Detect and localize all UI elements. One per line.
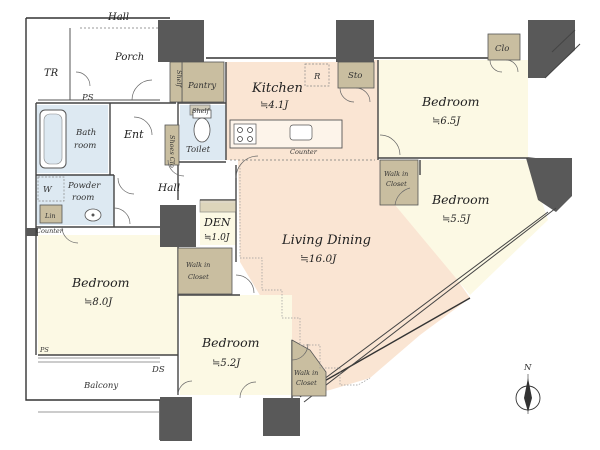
compass-icon: [515, 374, 541, 414]
linen-label: Lin: [44, 212, 56, 220]
wall-column-e: [526, 158, 572, 212]
shoes-closet-box: [164, 124, 180, 166]
wall-column-ne: [528, 20, 575, 78]
balcony-rails: [38, 357, 160, 413]
sto-box: [337, 61, 375, 89]
bath-room-label-2: room: [74, 141, 96, 151]
shelf-left-box: [169, 61, 183, 103]
kitchen-area: ≒4.1J: [260, 100, 289, 111]
kitchen-label: Kitchen: [251, 81, 303, 96]
hall-mid-label: Hall: [157, 182, 180, 194]
kitchen-counter-label: Counter: [290, 148, 318, 156]
bedroom-ne-area: ≒6.5J: [432, 116, 461, 127]
walk-in-closet-w-label-1: Walk in: [186, 261, 210, 269]
living-dining-area: ≒16.0J: [300, 253, 337, 265]
pantry-box: [181, 61, 225, 103]
den-label: DEN: [203, 216, 231, 229]
bedroom-w-floor: [38, 235, 178, 355]
bedroom-w-area: ≒8.0J: [84, 297, 113, 308]
washbasin-icon: [84, 208, 102, 222]
walk-in-closet-s-label-2: Closet: [296, 379, 317, 387]
powder-room-label-1: Powder: [67, 181, 101, 191]
bedroom-e-area: ≒5.5J: [442, 214, 471, 225]
walk-in-closet-ne-label-2: Closet: [386, 180, 407, 188]
wall-column-n: [336, 20, 374, 62]
bedroom-ne-floor: [378, 60, 528, 158]
wall-column-sw: [160, 397, 192, 441]
walk-in-closet-ne-label-1: Walk in: [384, 170, 408, 178]
bedroom-e-label: Bedroom: [431, 192, 489, 207]
refrigerator-icon: [304, 63, 330, 87]
bedroom-s-label: Bedroom: [201, 335, 259, 350]
walk-in-closet-s-label-1: Walk in: [294, 369, 318, 377]
shelf-left-label: Shelf: [175, 70, 183, 89]
bathtub-icon: [39, 109, 67, 169]
hall-top-label: Hall: [107, 12, 129, 23]
washing-machine-icon: [37, 176, 65, 202]
bedroom-s-area: ≒5.2J: [212, 358, 241, 369]
washer-label: W: [43, 185, 53, 195]
bedroom-e-floor: [395, 160, 548, 295]
bedroom-ne-label: Bedroom: [421, 94, 479, 109]
counter-powder-label: Counter: [36, 227, 64, 235]
tr-label: TR: [44, 68, 59, 79]
walk-in-closet-w-box: [177, 247, 233, 295]
wall-column-den: [160, 205, 196, 247]
compass-n-label: N: [523, 363, 532, 373]
den-area: ≒1.0J: [204, 233, 231, 243]
r-label: R: [313, 72, 321, 82]
living-dining-zone-boundary: [239, 165, 371, 386]
toilet-label: Toilet: [186, 145, 211, 155]
kitchen-counter: [229, 119, 343, 149]
shelf-mid-label: Shelf: [192, 107, 211, 115]
sto-label: Sto: [348, 71, 362, 81]
clo-label: Clo: [495, 44, 509, 54]
ps-top-label: PS: [81, 93, 94, 103]
ent-label: Ent: [123, 128, 144, 141]
clo-box: [487, 33, 521, 61]
balcony-label: Balcony: [83, 381, 118, 391]
wall-stub-w: [26, 228, 38, 236]
bedroom-s-floor: [180, 295, 292, 395]
wall-column-nw: [158, 20, 204, 62]
walk-in-closet-s-box: [291, 339, 327, 397]
porch-label: Porch: [114, 52, 144, 63]
shoes-closet-label: Shoes Clo: [168, 135, 176, 168]
walk-in-closet-w-label-2: Closet: [188, 273, 209, 281]
diagonal-glazing: [299, 29, 581, 403]
bedroom-w-label: Bedroom: [71, 275, 129, 290]
powder-room-label-2: room: [72, 193, 94, 203]
linen-box: [39, 204, 63, 224]
ds-label: DS: [151, 365, 165, 375]
wall-column-se: [263, 398, 300, 436]
bath-room-label-1: Bath: [75, 128, 96, 138]
ps-bottom-label: PS: [39, 346, 49, 354]
living-dining-label: Living Dining: [281, 233, 371, 248]
walk-in-closet-ne-box: [379, 159, 419, 206]
door-swings: [61, 59, 519, 399]
den-shelf-box: [199, 199, 237, 213]
pantry-label: Pantry: [187, 81, 216, 91]
toilet-icon: [192, 109, 212, 143]
